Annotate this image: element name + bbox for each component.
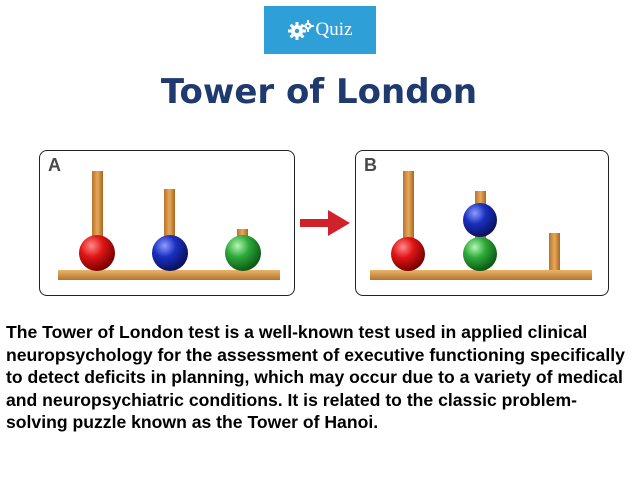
description-paragraph: The Tower of London test is a well-known… — [6, 322, 625, 433]
panel-a-scene — [58, 171, 280, 280]
green-ball — [463, 237, 497, 271]
green-ball — [225, 235, 261, 271]
panel-a: A — [39, 150, 295, 296]
wooden-base — [58, 270, 280, 280]
wooden-base — [370, 270, 592, 280]
panel-b-label: B — [364, 155, 377, 175]
red-ball — [391, 237, 425, 271]
peg-2 — [164, 189, 175, 271]
panel-a-label: A — [48, 155, 61, 175]
panel-b-scene — [370, 171, 592, 280]
panel-b: B — [355, 150, 609, 296]
quiz-badge: Quiz — [264, 6, 376, 54]
blue-ball — [152, 235, 188, 271]
arrow-right-icon — [300, 210, 350, 236]
peg-1 — [92, 171, 103, 271]
peg-1 — [403, 171, 414, 271]
gears-icon — [287, 20, 314, 40]
quiz-label: Quiz — [315, 19, 353, 40]
page-title: Tower of London — [160, 72, 478, 112]
peg-3 — [549, 233, 560, 271]
blue-ball — [463, 203, 497, 237]
red-ball — [79, 235, 115, 271]
